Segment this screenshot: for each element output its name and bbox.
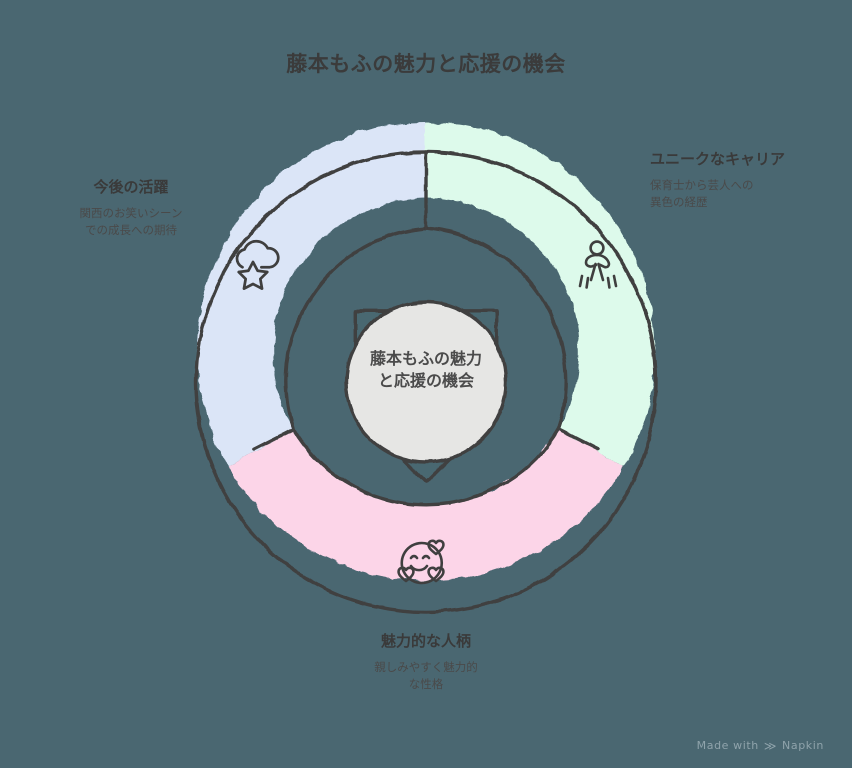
label-career-title: ユニークなキャリア [650,150,786,168]
segment-divider-left [251,427,296,452]
label-career: ユニークなキャリア 保育士から芸人への 異色の経歴 [650,150,830,212]
napkin-logo-icon: ≫ [763,738,778,753]
label-future-desc-line1: 関西のお笑いシーン [79,205,183,220]
label-career-desc: 保育士から芸人への 異色の経歴 [650,177,830,213]
ring-inner-arc-left [284,226,428,431]
label-personality-desc-line2: な性格 [408,677,444,692]
segment-fill-career [426,122,656,467]
ring-inner-arc-right [424,226,568,431]
label-personality-title: 魅力的な人柄 [380,632,471,650]
label-future-desc: 関西のお笑いシーン での成長への期待 [36,205,226,241]
segment-fill-future [196,122,426,467]
ring-inner-arc-bottom [291,427,561,507]
hub-circle [344,300,508,464]
label-future-title: 今後の活躍 [93,178,169,196]
smiling-face-hearts-icon [397,539,445,585]
napkin-watermark: Made with ≫ Napkin [697,739,824,752]
segment-divider-right [556,427,601,452]
label-career-desc-line1: 保育士から芸人への [650,177,754,192]
label-future-desc-line2: での成長への期待 [85,223,177,238]
ring-outlines [194,150,658,614]
label-career-desc-line2: 異色の経歴 [650,195,708,210]
label-personality-desc: 親しみやすく魅力的 な性格 [316,659,536,695]
label-future: 今後の活躍 関西のお笑いシーン での成長への期待 [36,178,226,240]
watermark-brand: Napkin [782,739,824,752]
cloud-star-icon [235,239,280,290]
segment-fill-personality [227,429,625,581]
label-personality-desc-line1: 親しみやすく魅力的 [374,659,478,674]
running-person-icon [578,240,618,289]
label-personality: 魅力的な人柄 親しみやすく魅力的 な性格 [316,632,536,694]
page-title: 藤本もふの魅力と応援の機会 [286,52,566,76]
watermark-prefix: Made with [696,739,759,752]
ring-segments-fill [196,122,656,581]
